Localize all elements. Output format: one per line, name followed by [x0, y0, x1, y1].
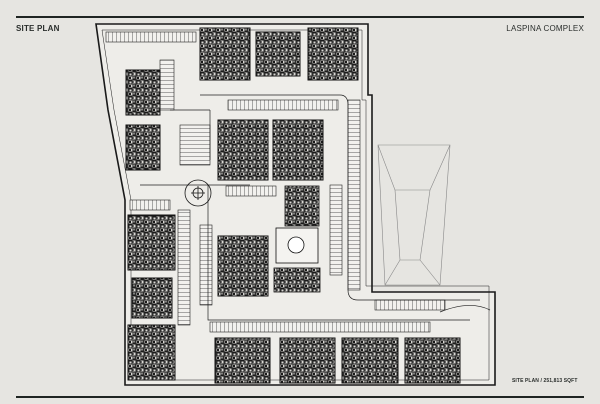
project-name: LASPINA COMPLEX	[506, 24, 584, 33]
building	[127, 324, 176, 381]
bottom-rule	[16, 396, 584, 398]
building	[341, 337, 399, 384]
building	[127, 214, 176, 271]
building	[125, 69, 161, 116]
roundabout	[184, 179, 212, 207]
building	[217, 119, 269, 181]
building	[279, 337, 336, 384]
building	[217, 235, 269, 297]
building	[255, 31, 301, 77]
top-rule	[16, 16, 584, 18]
building	[272, 119, 324, 181]
drive-aisles	[140, 94, 491, 321]
building	[125, 124, 161, 171]
adjacent-building-roof	[377, 144, 451, 286]
residential-buildings	[125, 27, 461, 384]
sheet-caption: SITE PLAN / 251,813 SQFT	[512, 378, 578, 384]
building	[214, 337, 271, 384]
building	[307, 27, 359, 81]
building	[404, 337, 461, 384]
amenity-area	[273, 185, 321, 293]
sheet-title: SITE PLAN	[16, 24, 60, 33]
building	[199, 27, 251, 81]
building	[131, 277, 173, 319]
